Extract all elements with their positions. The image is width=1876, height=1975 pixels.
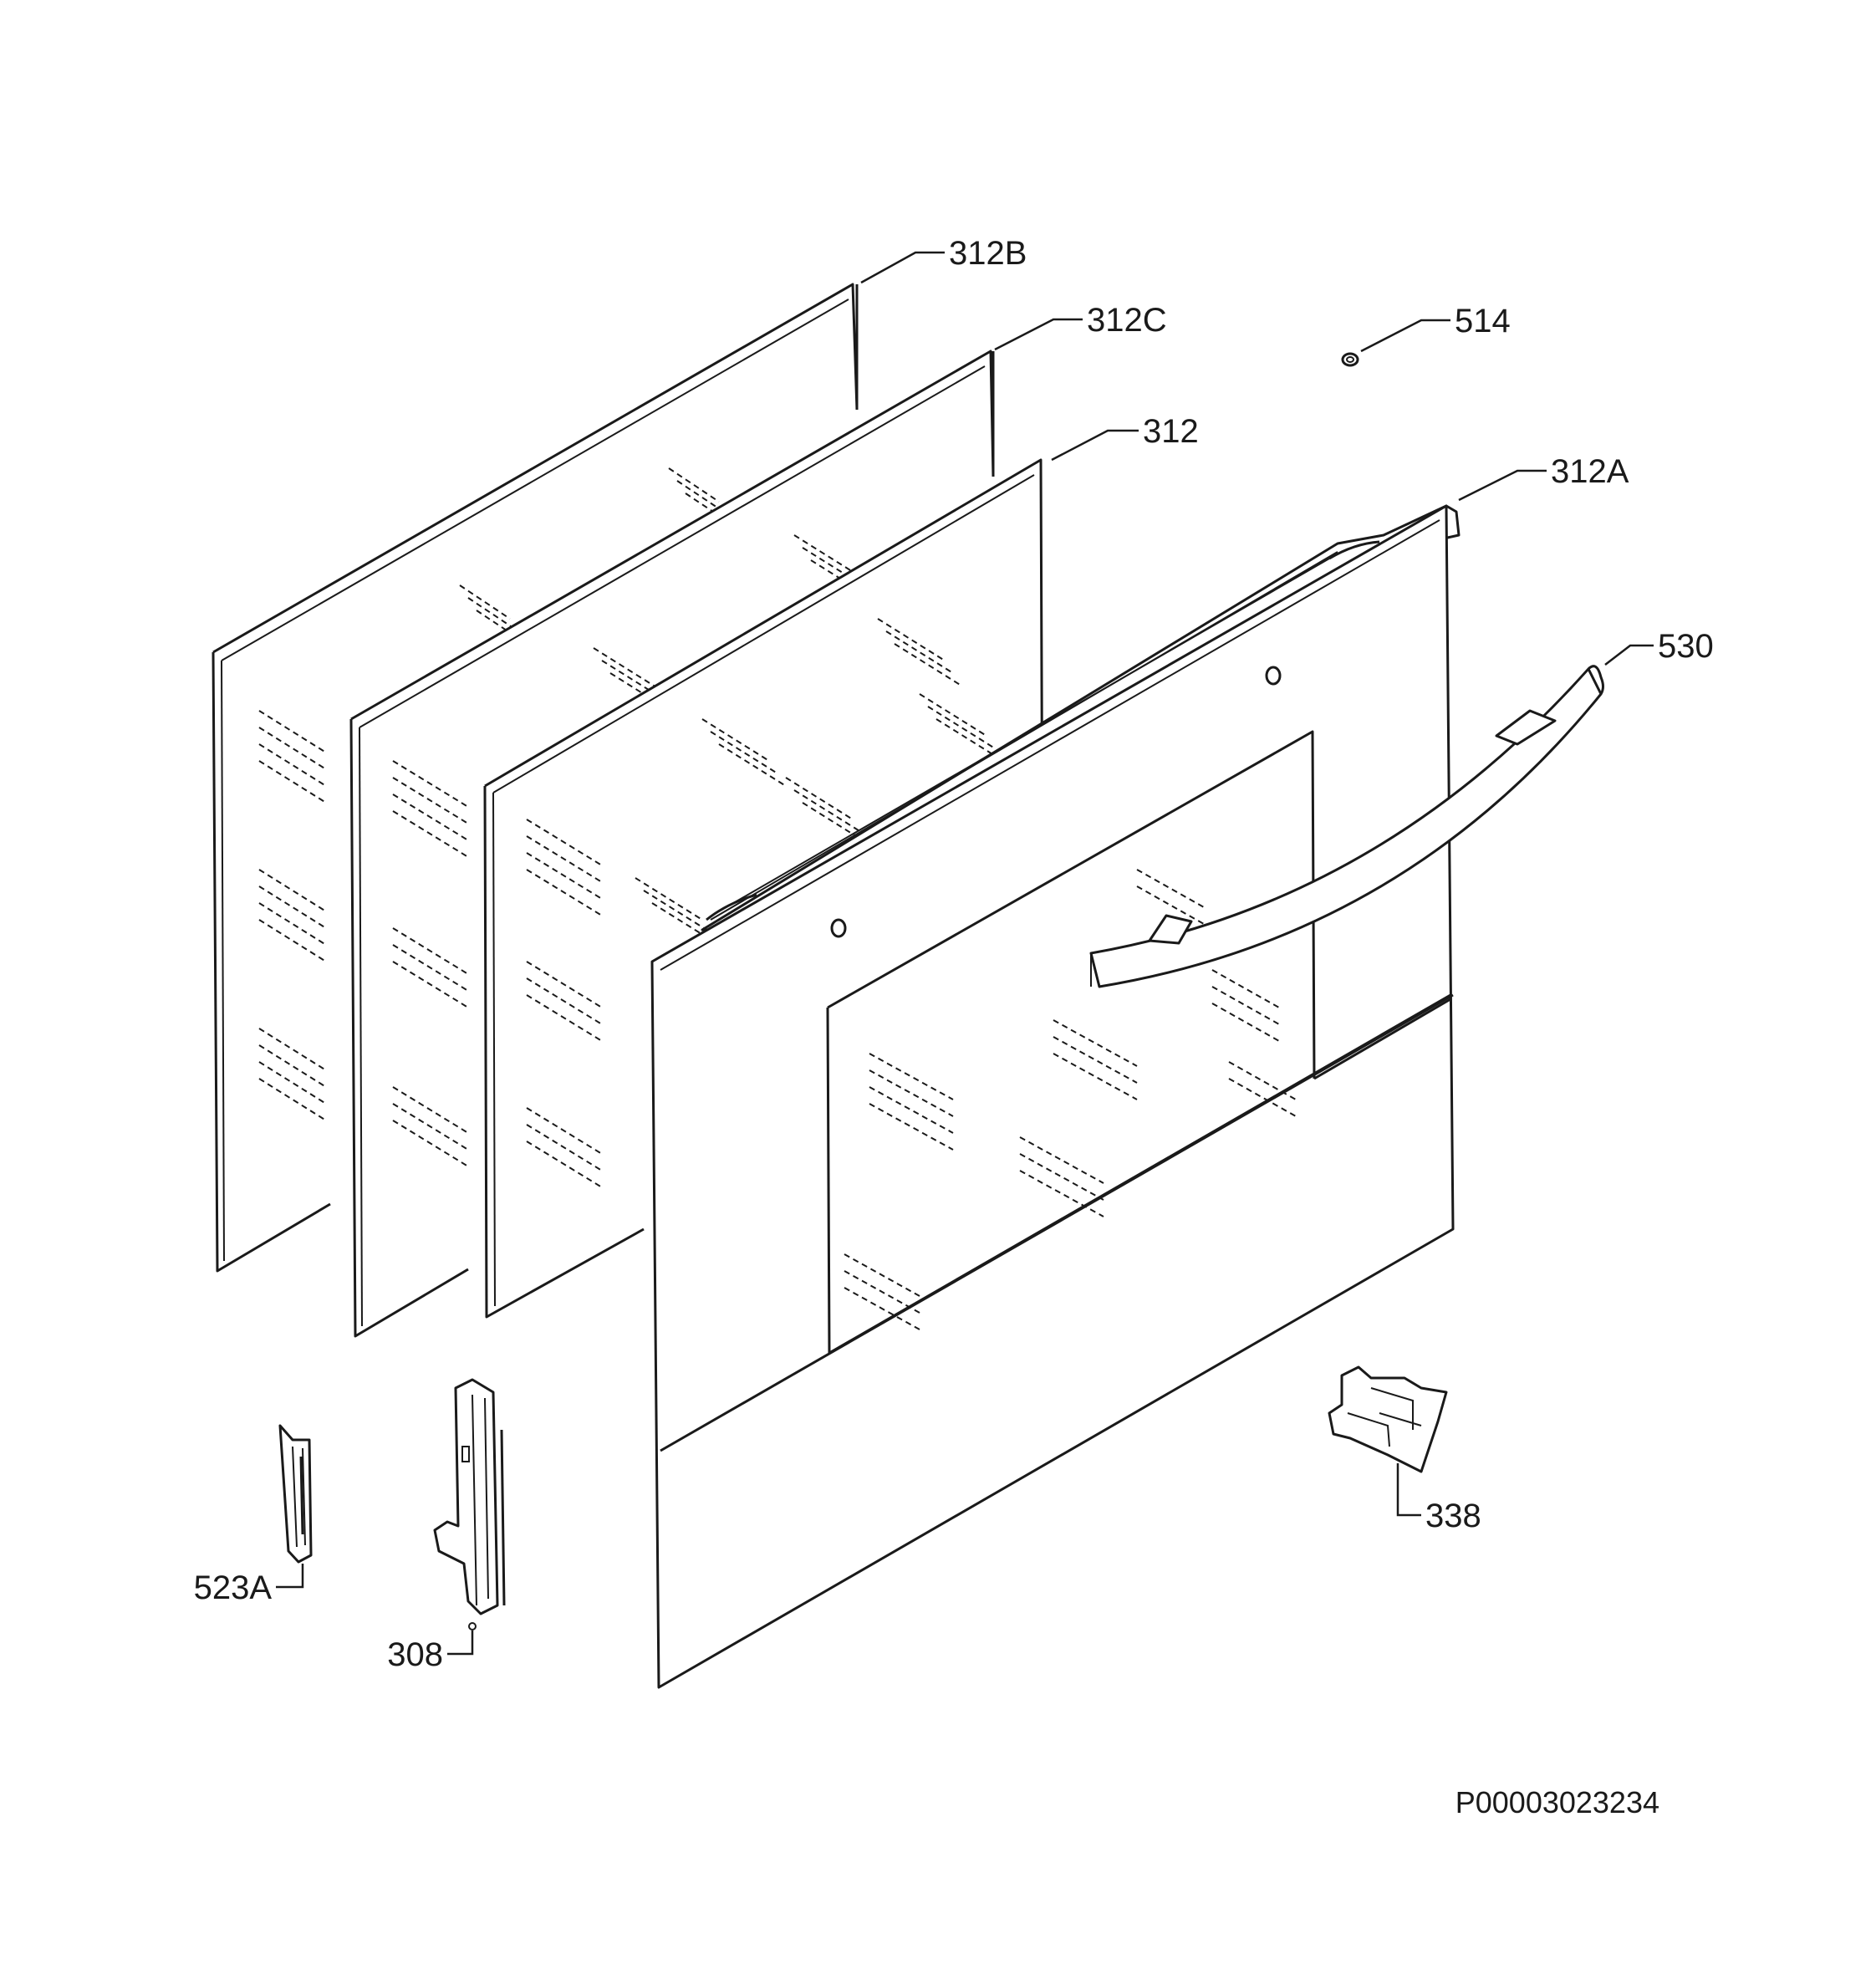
leader-308	[447, 1631, 474, 1656]
screw-hole	[830, 918, 847, 938]
leader-312	[1051, 429, 1139, 462]
callout-514: 514	[1455, 303, 1511, 339]
callout-338: 338	[1425, 1498, 1481, 1534]
leader-523A	[276, 1564, 304, 1589]
glass-panel-312B[interactable]	[212, 283, 859, 1273]
hinge-308[interactable]	[433, 1378, 506, 1631]
callout-523A: 523A	[194, 1569, 273, 1606]
callout-312C: 312C	[1087, 302, 1167, 339]
leader-338	[1396, 1463, 1421, 1517]
door-handle-530[interactable]	[1089, 665, 1604, 988]
glass-panel-312B-print	[258, 467, 737, 1121]
door-front-panel-312A-print	[844, 869, 1297, 1330]
document-id: P00003023234	[1455, 1785, 1659, 1819]
screw-514[interactable]	[1341, 352, 1359, 367]
screw-hole	[1265, 666, 1282, 686]
leader-514	[1360, 319, 1450, 353]
hinge-bracket-523A[interactable]	[278, 1424, 313, 1564]
hinge-cover-338[interactable]	[1328, 1365, 1448, 1473]
door-front-panel-312A[interactable]	[650, 504, 1461, 1689]
leader-312B	[860, 251, 945, 284]
leader-312C	[994, 318, 1083, 351]
leader-530	[1604, 644, 1654, 666]
leader-312A	[1458, 469, 1547, 502]
callout-312A: 312A	[1551, 453, 1629, 490]
callout-308: 308	[387, 1636, 443, 1673]
callout-312: 312	[1143, 413, 1199, 450]
callout-312B: 312B	[949, 235, 1027, 272]
callout-530: 530	[1658, 628, 1714, 665]
